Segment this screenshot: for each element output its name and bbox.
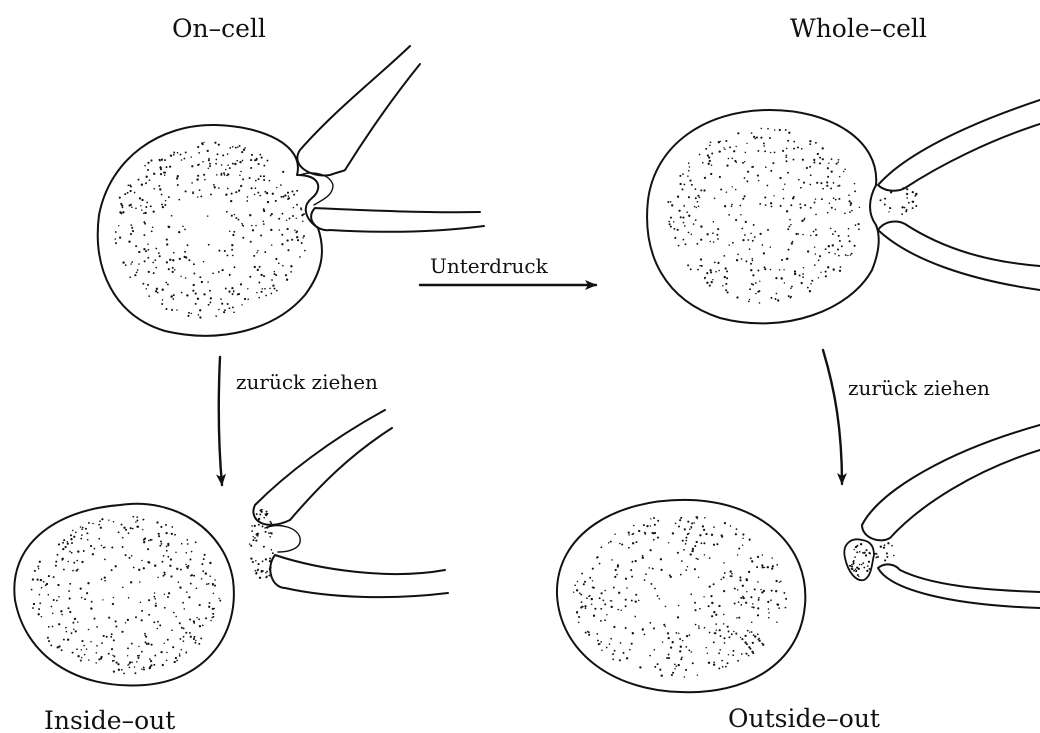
inside-out-pipette-lower-wall (270, 555, 448, 597)
on-cell-cytoplasm-stipple (114, 142, 305, 319)
whole-cell-cell (647, 110, 917, 323)
outside-out-label: Outside–out (728, 706, 880, 731)
inside-out-pipette (249, 410, 448, 597)
whole-cell-pipette-upper-wall (878, 100, 1040, 191)
on-cell-membrane-patch (300, 173, 333, 205)
whole-cell-pipette-lower-wall (878, 222, 1040, 290)
outside-out-cytoplasm-stipple (573, 516, 787, 678)
on-cell-cell (98, 125, 322, 336)
outside-out-membrane (557, 500, 805, 692)
whole-cell-membrane (647, 110, 879, 323)
outside-out-opening-stipple (874, 542, 895, 561)
whole-cell-label: Whole–cell (790, 16, 927, 41)
inside-out-membrane (14, 504, 234, 686)
inside-out-patch-stipple (249, 509, 274, 579)
right-pull-label: zurück ziehen (848, 378, 990, 398)
outside-out-pipette-lower-wall (878, 564, 1040, 608)
left-pull-arrow (219, 357, 222, 485)
outside-out-vesicle (844, 539, 874, 580)
on-cell-membrane (98, 125, 322, 336)
on-cell-pipette-lower-wall (311, 208, 484, 232)
left-pull-label: zurück ziehen (236, 372, 378, 392)
outside-out-pipette-upper-wall (862, 425, 1040, 540)
inside-out-cytoplasm-stipple (31, 516, 222, 674)
on-cell-label: On–cell (172, 16, 266, 41)
outside-out-cell (557, 500, 805, 692)
outside-out-pipette (844, 425, 1040, 608)
on-cell-pipette-upper-wall (297, 46, 420, 175)
on-cell-pipette (297, 46, 484, 232)
whole-cell-cytoplasm-stipple (667, 128, 860, 304)
inside-out-cell (14, 504, 234, 686)
inside-out-pipette-upper-wall (253, 410, 392, 525)
right-pull-arrow (823, 350, 842, 484)
whole-cell-pipette (878, 100, 1040, 290)
inside-out-label: Inside–out (44, 708, 175, 733)
unterdruck-label: Unterdruck (430, 256, 548, 276)
outside-out-vesicle-stipple (849, 543, 871, 577)
inside-out-patch (265, 526, 300, 552)
